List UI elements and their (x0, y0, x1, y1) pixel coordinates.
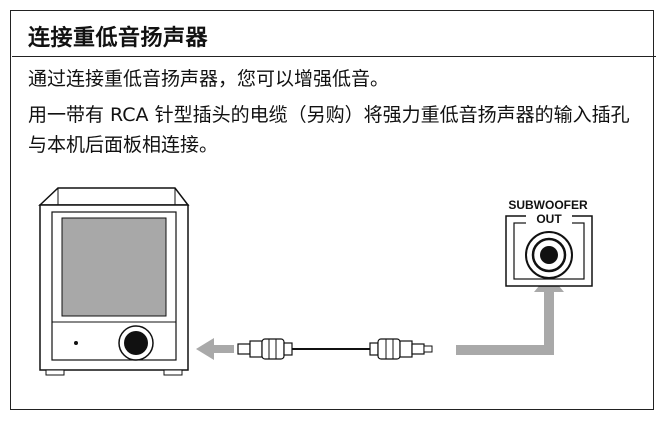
left-arrow-icon (196, 338, 234, 360)
subwoofer-out-jack (505, 214, 593, 287)
speaker-grille (61, 217, 167, 317)
jack-label-line1: SUBWOOFER (508, 198, 588, 212)
woofer-port-inner (124, 331, 148, 355)
intro-paragraph: 通过连接重低音扬声器，您可以增强低音。 (28, 68, 390, 90)
section-title: 连接重低音扬声器 (28, 26, 209, 51)
subwoofer-speaker-illustration (38, 187, 190, 376)
instruction-paragraph: 用一带有 RCA 针型插头的电缆（另购）将强力重低音扬声器的输入插孔与本机后面板… (28, 104, 630, 156)
jack-label-line2: OUT (536, 212, 562, 226)
content-panel (10, 10, 654, 410)
power-indicator-dot (74, 341, 78, 345)
title-divider (12, 56, 656, 57)
rca-cable-illustration (237, 338, 433, 360)
